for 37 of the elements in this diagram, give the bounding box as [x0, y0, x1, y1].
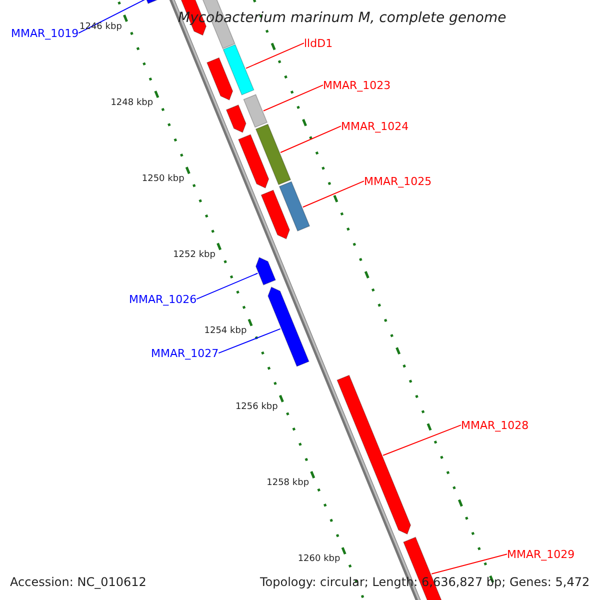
gene-feature — [238, 134, 270, 188]
scale-label: 1256 kbp — [235, 402, 278, 413]
leader-line — [302, 180, 364, 208]
gene-feature — [206, 57, 234, 101]
leader-line — [196, 272, 258, 300]
gene-label: MMAR_1027 — [151, 346, 219, 360]
leader-line — [78, 0, 146, 34]
gene-feature — [268, 286, 310, 367]
scale-label: 1252 kbp — [173, 250, 216, 261]
scale-label: 1248 kbp — [110, 98, 154, 109]
gene-feature — [260, 190, 290, 240]
leader-line — [263, 84, 324, 112]
gene-label: MMAR_1026 — [129, 292, 197, 306]
gene-label: lldD1 — [304, 36, 333, 50]
leader-line — [246, 42, 304, 69]
gene-label: MMAR_1025 — [364, 174, 432, 188]
gene-label: MMAR_1023 — [323, 78, 391, 92]
scale-label: 1250 kbp — [142, 174, 184, 185]
leader-line — [280, 126, 342, 154]
gene-label: MMAR_1029 — [507, 548, 575, 561]
leader-line — [431, 554, 508, 574]
gene-label: MMAR_1019 — [11, 26, 79, 40]
scale-label: 1260 kbp — [298, 554, 340, 566]
footer-text: Accession: NC_010612 — [9, 575, 148, 590]
gene-feature — [255, 256, 276, 286]
gene-label: MMAR_1024 — [341, 120, 409, 133]
leader-line — [382, 424, 462, 456]
leader-line — [218, 328, 281, 354]
gene-segment — [278, 181, 310, 232]
gene-segment — [255, 124, 292, 186]
gene-label: MMAR_1028 — [461, 418, 529, 432]
gene-segment — [222, 44, 254, 96]
scale-label: 1258 kbp — [266, 478, 310, 490]
gene-segment — [243, 94, 268, 128]
gene-feature — [226, 104, 246, 133]
scale-label: 1254 kbp — [204, 326, 247, 337]
gene-feature — [336, 374, 412, 535]
